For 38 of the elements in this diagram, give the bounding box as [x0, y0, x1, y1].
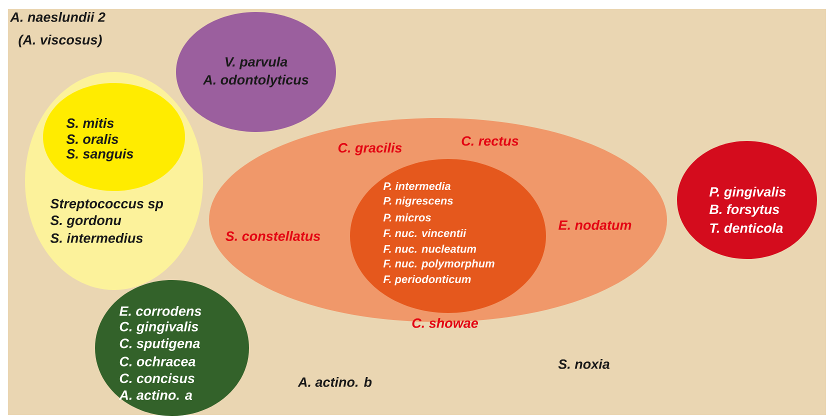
species-name: Streptococcus sp — [50, 198, 164, 212]
species-name: S. sanguis — [66, 148, 134, 162]
species-name: F. nuc. nucleatum — [383, 244, 476, 253]
species-name: S. constellatus — [226, 231, 320, 241]
species-name: S. oralis — [66, 134, 118, 144]
species-name: F. periodonticum — [383, 275, 471, 286]
species-name: C. sputigena — [120, 338, 200, 351]
species-name: P. intermedia — [383, 182, 451, 190]
species-name: P. nigrescens — [383, 196, 453, 207]
species-name: C. gracilis — [338, 142, 402, 156]
species-name: A. naeslundii 2 — [10, 12, 106, 22]
species-name: V. parvula — [226, 56, 288, 70]
species-name: P. gingivalis — [709, 186, 786, 200]
complex-ellipse — [95, 280, 249, 416]
species-name: S. mitis — [66, 118, 114, 128]
species-name: C. concisus — [120, 373, 194, 384]
species-name: S. gordonu — [50, 215, 122, 228]
species-name: E. nodatum — [558, 220, 632, 230]
species-name: A. actino. a — [118, 390, 192, 400]
species-name: F. nuc. polymorphum — [383, 259, 494, 270]
species-name: S. noxia — [558, 359, 610, 369]
species-name: B. forsytus — [709, 204, 780, 217]
complex-ellipse — [176, 12, 336, 132]
complex-ellipse — [43, 83, 185, 191]
complex-ellipse — [350, 159, 546, 313]
species-name: P. micros — [383, 213, 431, 222]
species-name: C. gingivalis — [120, 322, 198, 334]
species-name: A. odontolyticus — [202, 74, 308, 88]
species-name: C. ochracea — [120, 356, 196, 366]
species-name: C. rectus — [462, 136, 518, 146]
species-name: S. intermedius — [50, 233, 143, 243]
complex-ellipse — [677, 141, 817, 259]
species-name: T. denticola — [710, 223, 783, 233]
species-name: E. corrodens — [119, 306, 202, 316]
species-name: A. actino. b — [298, 377, 372, 387]
species-name: C. showae — [412, 318, 478, 328]
species-name: F. nuc. vincentii — [383, 229, 466, 238]
species-name: (A. viscosus) — [18, 34, 102, 48]
